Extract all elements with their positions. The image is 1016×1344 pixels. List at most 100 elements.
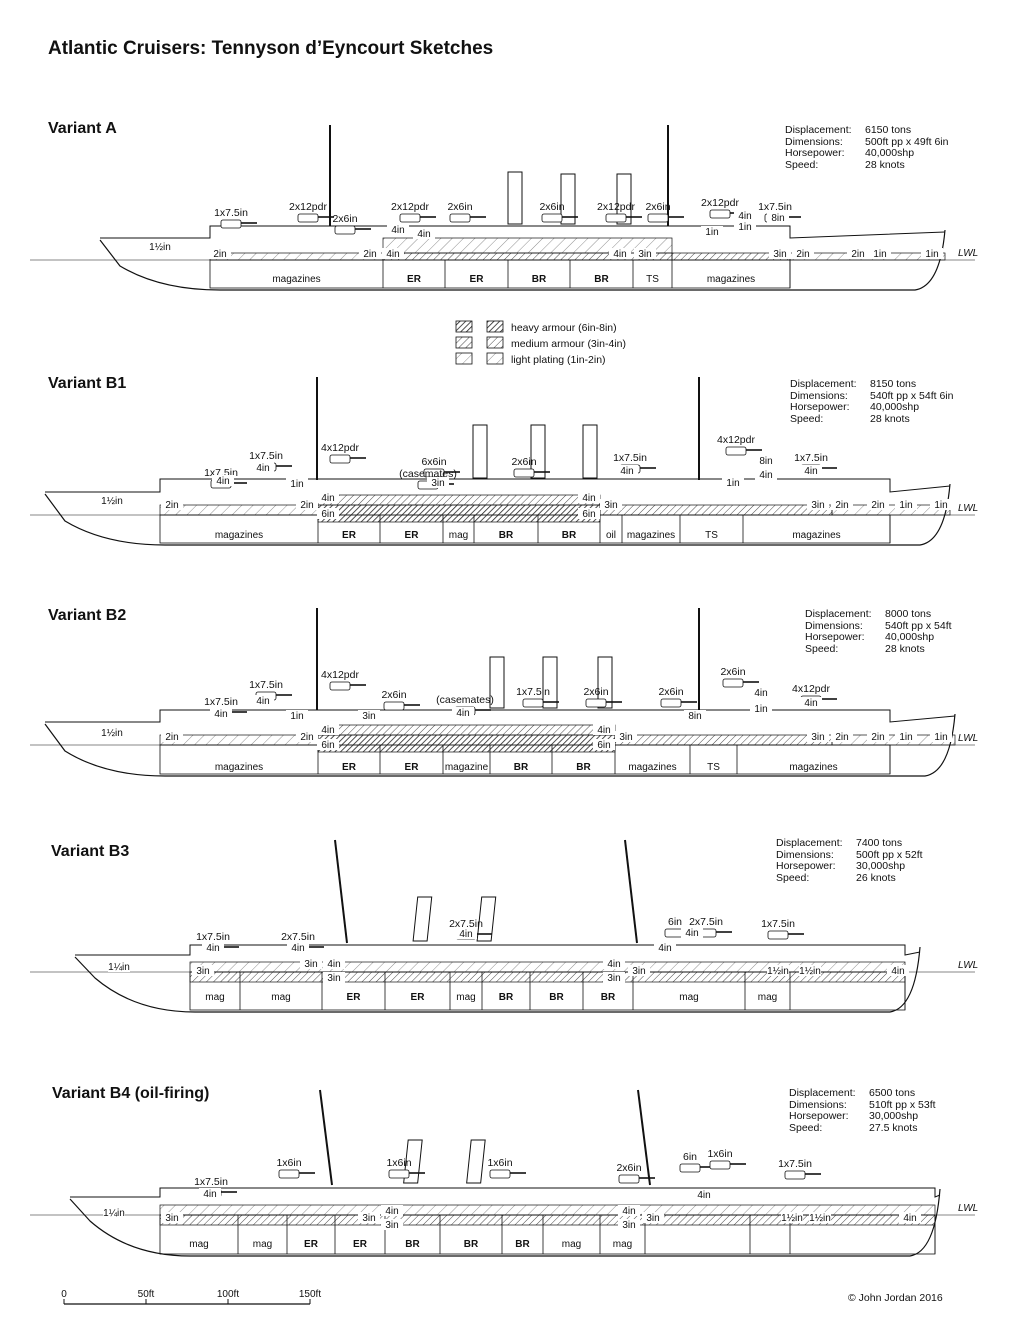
spec-value: 40,000shp — [865, 147, 915, 159]
spec-key: Dimensions: — [776, 848, 834, 861]
gun-mount: 2x6in — [583, 686, 622, 708]
label-bg — [381, 1219, 403, 1230]
funnel — [597, 656, 613, 709]
label-bg — [867, 499, 889, 510]
armour-label: 1in — [934, 732, 947, 743]
waterline-label: LWL — [958, 960, 978, 971]
armour-label: 1in — [925, 249, 938, 260]
spec-row: Horsepower:40,000shp — [805, 631, 952, 644]
label-bg — [286, 710, 308, 721]
label-bg — [693, 1189, 715, 1200]
mast — [624, 839, 638, 944]
label-bg — [300, 958, 322, 969]
armour-label: 6in — [582, 509, 595, 520]
armour-label: 1in — [873, 249, 886, 260]
waterline-label: LWL — [958, 248, 978, 259]
legend-swatch — [455, 320, 473, 333]
deck-sheer — [45, 478, 951, 493]
label-bg — [807, 499, 829, 510]
label-bg — [722, 477, 744, 488]
funnel — [489, 656, 505, 709]
hull-outline — [44, 713, 956, 777]
gun-label: 2x6in — [645, 201, 670, 213]
gun-label: 6in — [683, 1151, 697, 1163]
armour-label: 4in — [658, 943, 671, 954]
compartment-label: ER — [470, 274, 485, 285]
label-bg — [792, 248, 814, 259]
gun-mount: 1x7.5in — [214, 207, 257, 229]
compartment-label: ER — [411, 992, 426, 1003]
label-bg — [800, 465, 822, 476]
label-bg — [755, 469, 777, 480]
armour-label: 1½in — [101, 728, 123, 739]
gun-mount: 1x7.5in — [516, 686, 559, 708]
copyright-notice: © John Jordan 2016 — [848, 1292, 943, 1304]
label-bg — [455, 928, 477, 939]
armour-label: 4in — [291, 943, 304, 954]
label-bg — [323, 958, 345, 969]
gun-turret — [334, 225, 356, 235]
label-bg — [799, 965, 821, 976]
armour-label: 1in — [726, 478, 739, 489]
variant-title: Variant B1 — [48, 375, 127, 392]
armour-label: 4in — [203, 1189, 216, 1200]
gun-mount: 2x12pdr — [597, 201, 642, 223]
label-bg — [296, 731, 318, 742]
hull-outline — [69, 1188, 941, 1257]
label-bg — [192, 965, 214, 976]
armour-label: 1¼in — [108, 961, 130, 973]
gun-mount: 2x6in — [381, 689, 420, 711]
compartment-label: ER — [347, 992, 362, 1003]
label-bg — [642, 1212, 664, 1223]
label-bg — [199, 1188, 221, 1199]
armour-label: 6in — [321, 740, 334, 751]
compartment-label: mag — [613, 1239, 632, 1250]
label-bg — [358, 1212, 380, 1223]
label-bg — [161, 499, 183, 510]
gun-label: 1x6in — [386, 1157, 411, 1169]
label-bg — [618, 1219, 640, 1230]
label-bg — [323, 972, 345, 983]
spec-value: 28 knots — [865, 158, 905, 171]
spec-value: 8000 tons — [885, 608, 932, 620]
gun-label: 4x12pdr — [321, 669, 359, 681]
legend-label: medium armour (3in-4in) — [511, 338, 626, 350]
armour-label: 4in — [685, 928, 698, 939]
funnel — [560, 173, 576, 225]
gun-label: 4x12pdr — [717, 434, 755, 446]
armour-label: 3in — [811, 500, 824, 511]
label-bg — [210, 708, 232, 719]
label-bg — [831, 731, 853, 742]
armour-label: 4in — [214, 709, 227, 720]
label-bg — [149, 241, 171, 252]
gun-label: 2x12pdr — [391, 201, 429, 213]
gun-turret — [489, 1169, 511, 1179]
label-bg — [209, 248, 231, 259]
spec-row: Displacement:8000 tons — [805, 608, 952, 621]
label-bg — [578, 508, 600, 519]
label-bg — [252, 462, 274, 473]
funnel — [530, 424, 546, 479]
label-bg — [161, 1212, 183, 1223]
spec-key: Speed: — [789, 1121, 823, 1134]
spec-value: 540ft pp x 54ft 6in — [870, 389, 954, 402]
variant-title: Variant B4 (oil-firing) — [52, 1085, 210, 1102]
variant-title: Variant B2 — [48, 607, 127, 624]
spec-key: Dimensions: — [785, 135, 843, 148]
armour-label: 1½in — [767, 966, 789, 977]
waterline-label: LWL — [958, 503, 978, 514]
armour-label: 1½in — [799, 966, 821, 977]
armour-label: 2in — [835, 732, 848, 743]
spec-value: 510ft pp x 53ft — [869, 1098, 936, 1111]
label-bg — [359, 248, 381, 259]
spec-value: 8150 tons — [870, 378, 917, 390]
gun-mount: 2x6in — [332, 213, 371, 235]
spec-row: Speed:27.5 knots — [789, 1121, 936, 1135]
compartment-label: BR — [499, 530, 514, 541]
armour-belt-light — [159, 504, 319, 516]
label-bg — [921, 248, 943, 259]
spec-value: 40,000shp — [885, 631, 935, 643]
compartment-label: BR — [594, 274, 609, 285]
